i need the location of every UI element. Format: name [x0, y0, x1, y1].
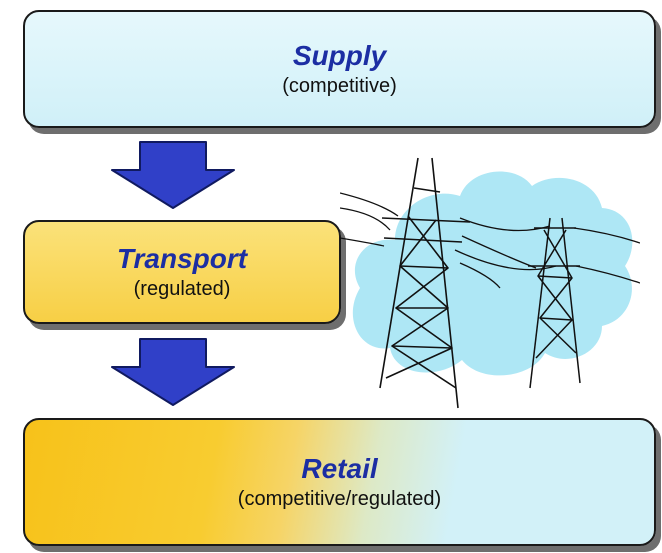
supply-subtitle: (competitive) [282, 75, 397, 97]
retail-box: Retail (competitive/regulated) [23, 418, 656, 546]
down-arrow-icon [111, 141, 235, 209]
transport-box: Transport (regulated) [23, 220, 341, 324]
supply-title: Supply [292, 40, 387, 71]
transport-subtitle: (regulated) [133, 278, 231, 300]
retail-subtitle: (competitive/regulated) [237, 488, 442, 510]
transport-title: Transport [116, 243, 248, 274]
down-arrow-icon [111, 338, 235, 406]
retail-title: Retail [301, 453, 378, 484]
supply-box: Supply (competitive) [23, 10, 656, 128]
power-pylons-icon [340, 157, 640, 409]
